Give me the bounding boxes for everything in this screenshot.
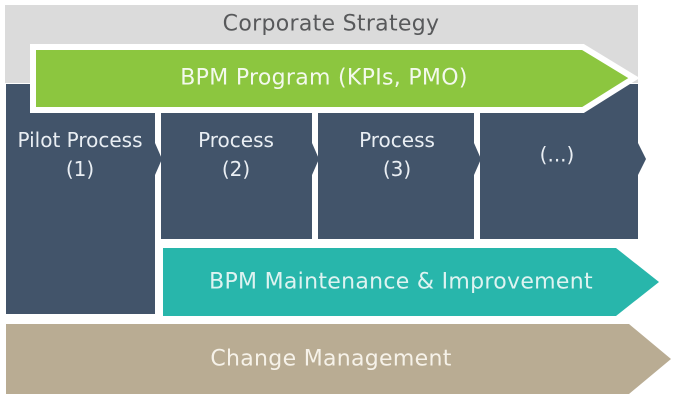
process-box-more: [480, 84, 646, 239]
maintenance-arrow: [163, 248, 659, 316]
bpm-program-arrow: [30, 44, 640, 113]
change-arrow: [6, 324, 671, 394]
process-box-2: [161, 84, 319, 239]
process-box-pilot: [6, 84, 162, 314]
process-box-3: [318, 84, 481, 239]
